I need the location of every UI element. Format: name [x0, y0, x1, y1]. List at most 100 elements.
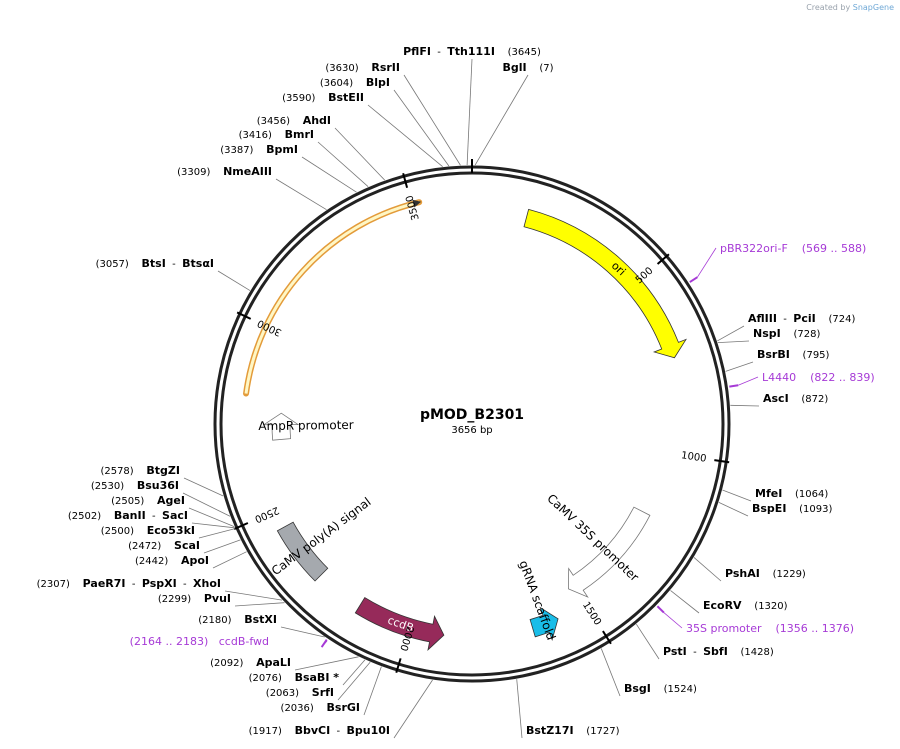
enzyme-position: (3590): [282, 93, 328, 104]
enzyme-leader: [474, 74, 529, 166]
enzyme-position: (2307): [37, 579, 83, 590]
plasmid-length: 3656 bp: [451, 425, 492, 436]
enzyme-position: (3057): [96, 259, 142, 270]
coordinate-tick-label: 1000: [680, 450, 707, 465]
enzyme-leader: [317, 141, 369, 188]
enzyme-position: (3416): [239, 130, 285, 141]
enzyme-position: -: [146, 511, 162, 522]
primer-leader: [697, 247, 717, 278]
credit-prefix: Created by: [806, 3, 851, 12]
enzyme-label: (1917) BbvCI - Bpu10I: [249, 724, 390, 737]
enzyme-label: (2505) AgeI: [111, 494, 185, 507]
primer-label: L4440 (822 .. 839): [762, 371, 875, 384]
enzyme-position: -: [431, 47, 447, 58]
enzyme-leader: [730, 404, 760, 407]
enzyme-position: (2505): [111, 496, 157, 507]
enzyme-leader: [636, 623, 660, 660]
enzyme-name: EcoRV: [703, 599, 742, 612]
enzyme-position: (2180): [198, 615, 244, 626]
enzyme-leader: [722, 489, 752, 502]
enzyme-leader: [670, 590, 700, 614]
coordinate-tick-label: 2500: [253, 504, 281, 524]
feature-ampRprom: [262, 412, 300, 441]
enzyme-name: AhdI: [303, 114, 331, 127]
label-layer: PflFI - Tth111I (3645)BglI (7)(3630) Rsr…: [37, 45, 875, 737]
enzyme-leader: [363, 666, 382, 716]
feature-p35S: [568, 506, 651, 598]
enzyme-position: (3630): [325, 63, 371, 74]
enzyme-position: (2299): [158, 594, 204, 605]
primer-site: [729, 384, 739, 388]
credit-brand: SnapGene: [852, 3, 894, 12]
primer-site: [656, 605, 665, 614]
enzyme-name: BsaBI *: [295, 671, 340, 684]
enzyme-leader: [212, 551, 247, 569]
enzyme-name: BspEI: [752, 502, 786, 515]
enzyme-position: -: [166, 259, 182, 270]
enzyme-leader: [725, 361, 754, 372]
enzyme-name: Bsu36I: [137, 479, 179, 492]
enzyme-position: (1229): [760, 569, 806, 580]
coordinate-tick: [233, 522, 249, 530]
primer-label-part: (1356 .. 1376): [776, 622, 855, 635]
enzyme-name: BpmI: [266, 143, 298, 156]
enzyme-name: PshAI: [725, 567, 760, 580]
primer-label: (2164 .. 2183) ccdB-fwd: [130, 635, 269, 648]
backbone-layer: [213, 159, 731, 683]
enzyme-name: PflFI: [403, 45, 431, 58]
enzyme-label: (2500) Eco53kI: [101, 524, 195, 537]
enzyme-label: (3604) BlpI: [320, 76, 390, 89]
enzyme-name: PstI: [663, 645, 687, 658]
enzyme-name: RsrII: [371, 61, 400, 74]
enzyme-name: AscI: [763, 392, 789, 405]
enzyme-leader: [217, 270, 251, 291]
enzyme-leader: [393, 679, 433, 739]
primer-label-part: (2164 .. 2183): [130, 635, 219, 648]
enzyme-position: (1320): [742, 601, 788, 612]
enzyme-label: (2180) BstXI: [198, 613, 277, 626]
enzyme-position: (2472): [128, 541, 174, 552]
enzyme-leader: [183, 477, 224, 497]
enzyme-label: (2092) ApaLI: [210, 656, 291, 669]
coordinate-tick: [395, 658, 402, 674]
enzyme-name: BtgZI: [146, 464, 180, 477]
enzyme-name: PciI: [793, 312, 815, 325]
enzyme-position: (724): [816, 314, 856, 325]
enzyme-position: (2502): [68, 511, 114, 522]
enzyme-leader: [203, 539, 241, 554]
enzyme-name: BstEII: [328, 91, 364, 104]
enzyme-leader: [224, 590, 283, 601]
primer-label: 35S promoter (1356 .. 1376): [686, 622, 854, 635]
enzyme-label: PshAI (1229): [725, 567, 806, 580]
coordinate-tick-label: 500: [634, 265, 656, 286]
coordinate-tick: [656, 253, 670, 265]
enzyme-label: (3456) AhdI: [257, 114, 331, 127]
enzyme-position: (2442): [135, 556, 181, 567]
enzyme-label: (2076) BsaBI *: [249, 671, 340, 684]
feature-ori: [523, 208, 687, 359]
enzyme-leader: [301, 156, 357, 193]
coordinate-tick: [714, 459, 730, 464]
enzyme-position: (2500): [101, 526, 147, 537]
enzyme-position: (2530): [91, 481, 137, 492]
enzyme-position: -: [177, 579, 193, 590]
enzyme-label: (3057) BtsI - BtsαI: [96, 257, 214, 270]
enzyme-name: SrfI: [312, 686, 334, 699]
enzyme-label: (3630) RsrII: [325, 61, 400, 74]
enzyme-label: NspI (728): [753, 327, 820, 340]
enzyme-leader: [693, 557, 722, 582]
enzyme-label: BglI (7): [502, 61, 553, 74]
primer-leader: [738, 376, 759, 386]
enzyme-label: (3387) BpmI: [220, 143, 298, 156]
enzyme-name: ScaI: [174, 539, 200, 552]
enzyme-label: (3590) BstEII: [282, 91, 364, 104]
enzyme-name: PaeR7I: [83, 577, 126, 590]
enzyme-name: PvuI: [204, 592, 231, 605]
enzyme-label: (2299) PvuI: [158, 592, 231, 605]
coordinate-tick: [236, 311, 252, 320]
enzyme-position: (3645): [495, 47, 541, 58]
enzyme-label: (2442) ApoI: [135, 554, 209, 567]
enzyme-position: (728): [781, 329, 821, 340]
